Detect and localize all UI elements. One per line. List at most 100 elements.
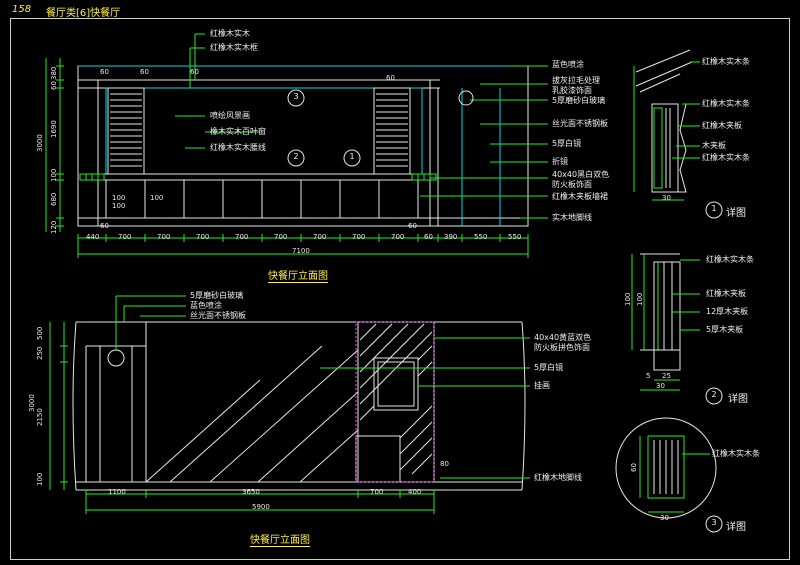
top-inner-dim-4: 60	[386, 74, 395, 82]
lamp-circle	[458, 90, 474, 106]
top-dim-8: 700	[352, 233, 366, 241]
label-baseboard: 实木地脚线	[552, 213, 592, 222]
bottom-left-dim-3: 2150	[36, 408, 44, 426]
top-left-dim-3: 1690	[50, 120, 58, 138]
bottom-total-dim: 5900	[252, 503, 270, 511]
label-oak-waistline: 红橡木实木腰线	[210, 143, 266, 152]
top-left-dim-4: 100	[50, 168, 58, 182]
bottom-dim-3: 700	[370, 488, 384, 496]
detail-2-drawing	[640, 253, 681, 371]
detail-1-tag	[705, 201, 723, 219]
d2-label-1: 红橡木实木条	[706, 255, 754, 264]
label-b-frosted-glass: 5厚磨砂白玻璃	[190, 291, 244, 300]
top-dim-1: 440	[86, 233, 100, 241]
callout-number-1: 1	[349, 152, 355, 161]
label-plaster: 拔灰拉毛处理	[552, 76, 600, 85]
bottom-dim-4: 400	[408, 488, 422, 496]
label-fireboard: 防火板饰面	[552, 180, 592, 189]
top-dim-3: 700	[157, 233, 171, 241]
bottom-small-dim: 80	[440, 460, 449, 468]
label-latex-paint: 乳胶漆饰面	[552, 86, 592, 95]
callout-circle-3	[287, 89, 305, 107]
top-inner-dim-8: 60	[100, 222, 109, 230]
top-left-dim-2: 60	[50, 81, 58, 90]
label-fold-mirror: 折镜	[552, 157, 568, 166]
top-elevation-title: 快餐厅立面图	[268, 271, 328, 283]
label-b-fireboard: 防火板拼色饰面	[534, 343, 590, 352]
top-inner-dim-9: 60	[408, 222, 417, 230]
top-dim-10: 60	[424, 233, 433, 241]
label-checker: 40x40黑白双色	[552, 170, 610, 179]
top-dim-13: 550	[508, 233, 522, 241]
d2-dim-1: 100	[624, 292, 632, 306]
label-red-oak-solid: 红橡木实木	[210, 29, 250, 38]
d1-label-5: 红橡木实木条	[702, 153, 750, 162]
bottom-dim-2: 3650	[242, 488, 260, 496]
detail-3-number: 3	[711, 518, 717, 527]
top-dim-2: 700	[118, 233, 132, 241]
bottom-left-dim-1: 500	[36, 326, 44, 340]
detail-1-dims	[633, 61, 700, 201]
detail-1-word: 详图	[726, 208, 746, 219]
label-wainscot: 红橡木夹板墙裙	[552, 192, 608, 201]
top-dim-4: 700	[196, 233, 210, 241]
top-dim-11: 390	[444, 233, 458, 241]
top-dim-6: 700	[274, 233, 288, 241]
d3-label-1: 红橡木实木条	[712, 449, 760, 458]
top-inner-dim-3: 60	[190, 68, 199, 76]
bottom-dim-1: 1100	[108, 488, 126, 496]
d1-label-2: 红橡木实木条	[702, 99, 750, 108]
label-b-painting: 挂画	[534, 381, 550, 390]
detail-2-dims	[631, 254, 700, 391]
bottom-leaders	[115, 295, 530, 479]
callout-number-2: 2	[293, 152, 299, 161]
top-inner-dim-2: 60	[140, 68, 149, 76]
label-painted-scenery: 喷绘风景画	[210, 111, 250, 120]
d1-label-4: 木夹板	[702, 141, 726, 150]
bottom-elevation-title: 快餐厅立面图	[250, 535, 310, 547]
label-steel-plate: 丝光面不锈钢板	[552, 119, 608, 128]
label-b-white-mirror: 5厚白镜	[534, 363, 564, 372]
callout-circle-2	[287, 149, 305, 167]
label-b-checker: 40x40黄蓝双色	[534, 333, 592, 342]
glass-hatch	[359, 323, 433, 475]
detail-3-dims	[639, 436, 710, 513]
top-left-dim-5: 680	[50, 192, 58, 206]
d3-dim-2: 30	[660, 514, 669, 522]
callout-circle-1	[343, 149, 361, 167]
header-rule	[10, 18, 788, 19]
page-number: 158	[12, 4, 32, 15]
label-frosted-glass: 5厚磨砂白玻璃	[552, 96, 606, 105]
shutter-right	[373, 87, 411, 175]
top-dim-lines	[45, 58, 529, 258]
top-inner-dim-6: 100	[112, 202, 126, 210]
top-total-height: 3000	[36, 134, 44, 152]
label-oak-shutter: 橡木实木百叶窗	[210, 127, 266, 136]
detail-3-drawing	[615, 417, 717, 519]
top-dim-5: 700	[235, 233, 249, 241]
callout-number-3: 3	[293, 92, 299, 101]
checker-band	[79, 173, 437, 181]
shutter-left	[107, 87, 145, 175]
label-white-mirror: 5厚白镜	[552, 139, 582, 148]
bottom-left-dim-2: 250	[36, 346, 44, 360]
top-inner-dim-7: 100	[150, 194, 164, 202]
d2-dim-5: 30	[656, 382, 665, 390]
d1-label-3: 红橡木夹板	[702, 121, 742, 130]
detail-3-word: 详图	[726, 522, 746, 533]
top-dim-12: 550	[474, 233, 488, 241]
top-inner-dim-1: 60	[100, 68, 109, 76]
top-inner-dim-5: 100	[112, 194, 126, 202]
d1-label-1: 红橡木实木条	[702, 57, 750, 66]
lamp-circle-bottom	[107, 349, 125, 367]
top-elevation-walls	[77, 65, 529, 227]
top-dim-7: 700	[313, 233, 327, 241]
d2-label-4: 5厚木夹板	[706, 325, 744, 334]
bottom-dim-lines	[49, 322, 435, 514]
detail-1-drawing	[635, 49, 693, 193]
d2-dim-3: 5	[646, 372, 651, 380]
detail-1-number: 1	[711, 204, 717, 213]
d2-label-2: 红橡木夹板	[706, 289, 746, 298]
d2-dim-2: 100	[636, 292, 644, 306]
